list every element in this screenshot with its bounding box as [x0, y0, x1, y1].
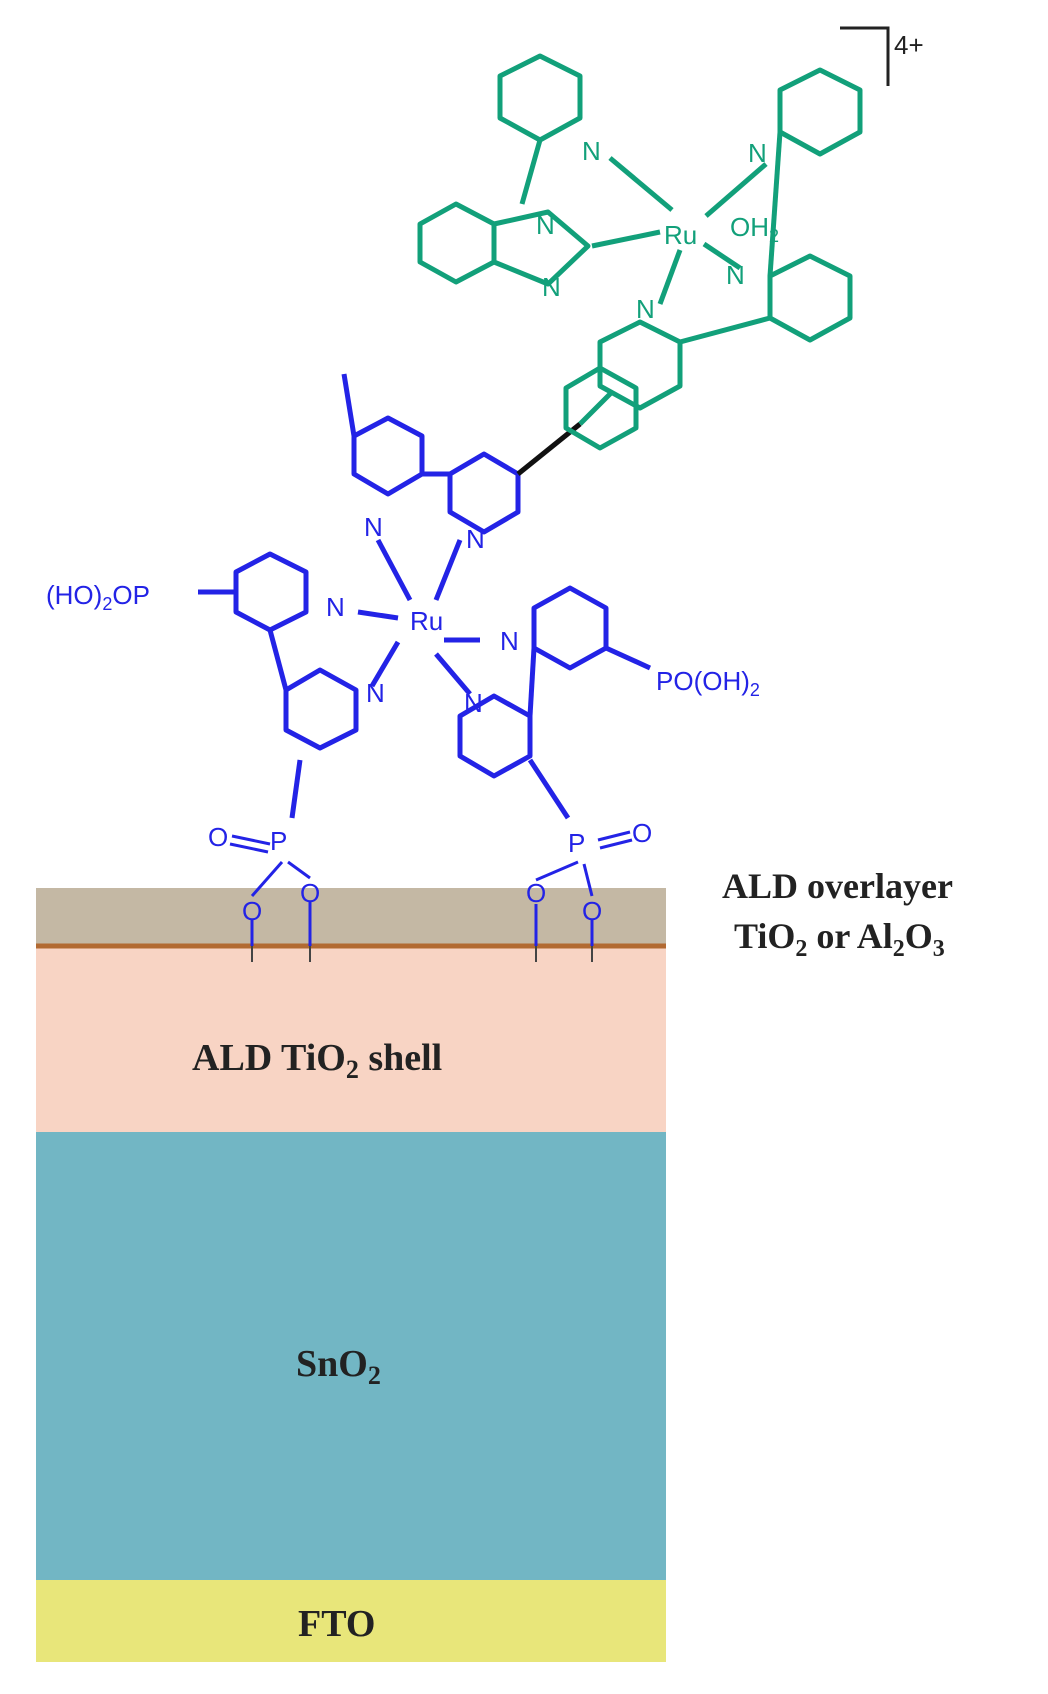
charge-bracket — [840, 26, 890, 86]
right-o-1-label: O — [526, 878, 546, 908]
fto-layer — [36, 1580, 666, 1662]
catalyst-n-1: N — [582, 136, 601, 166]
left-po-o-label: O — [208, 822, 228, 852]
catalyst-n-5: N — [726, 260, 745, 290]
right-o-2-label: O — [582, 896, 602, 926]
chromophore-n-3: N — [326, 592, 345, 622]
complex-charge: 4+ — [894, 30, 924, 60]
chromophore-n-6: N — [464, 688, 483, 718]
chromophore-n-1: N — [364, 512, 383, 542]
chromophore-n-4: N — [366, 678, 385, 708]
right-po-o-label: O — [632, 818, 652, 848]
left-p-label: P — [270, 826, 287, 856]
tio2-shell-label: ALD TiO2 shell — [192, 1037, 442, 1084]
chromophore-n-5: N — [500, 626, 519, 656]
ald-overlayer — [36, 888, 666, 948]
overlayer-label-line1: ALD overlayer — [722, 866, 953, 906]
surface-anchors — [229, 830, 633, 946]
catalyst-n-4: N — [748, 138, 767, 168]
tio2-shell-layer — [36, 948, 666, 1132]
sno2-layer — [36, 1132, 666, 1580]
electrode-stack — [36, 888, 666, 1662]
left-o-1-label: O — [242, 896, 262, 926]
left-phosphonate-label: (HO)2OP — [46, 580, 150, 614]
overlayer-label-line2: TiO2 or Al2O3 — [734, 916, 945, 962]
catalyst-n-3: N — [542, 272, 561, 302]
catalyst-n-6: N — [636, 294, 655, 324]
catalyst — [417, 53, 863, 451]
left-o-2-label: O — [300, 878, 320, 908]
chromophore — [198, 373, 652, 820]
right-phosphonate-label: PO(OH)2 — [656, 666, 760, 700]
chromophore-metal-label: Ru — [410, 606, 443, 636]
fto-label: FTO — [298, 1603, 375, 1645]
catalyst-aqua-label: OH2 — [730, 212, 779, 246]
linker-bond-2 — [578, 390, 614, 426]
sno2-label: SnO2 — [296, 1343, 381, 1390]
catalyst-metal-label: Ru — [664, 220, 697, 250]
chromophore-n-2: N — [466, 524, 485, 554]
right-p-label: P — [568, 828, 585, 858]
catalyst-n-2: N — [536, 210, 555, 240]
